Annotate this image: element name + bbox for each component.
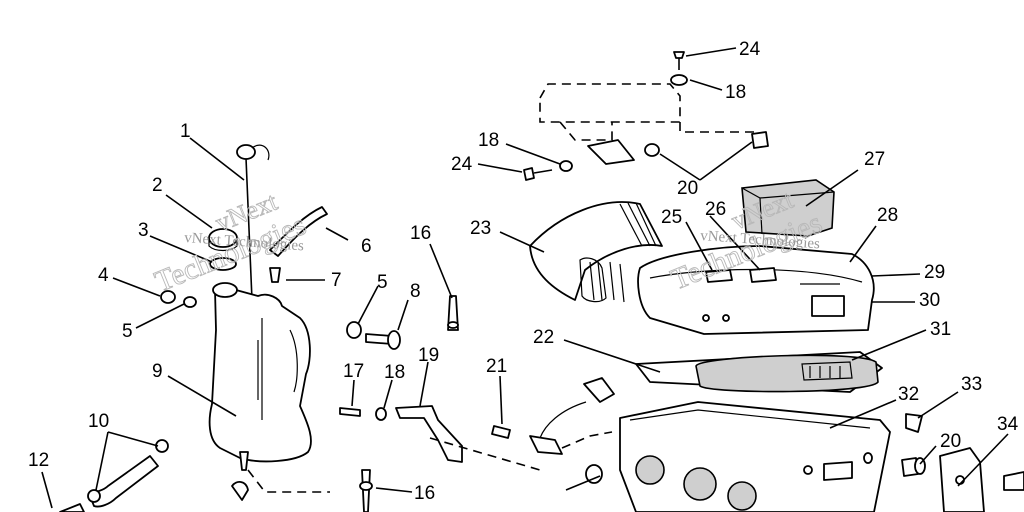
part-label: 9 xyxy=(152,361,163,382)
part-label: 33 xyxy=(961,374,982,395)
airbox-group xyxy=(523,51,1024,512)
part-label: 3 xyxy=(138,220,149,241)
bracket-group-19 xyxy=(339,295,463,512)
part-label: 28 xyxy=(877,205,898,226)
part-label: 20 xyxy=(940,431,961,452)
part-label: 26 xyxy=(705,199,726,220)
part-label: 23 xyxy=(470,218,491,239)
part-label: 29 xyxy=(924,262,945,283)
part-label: 17 xyxy=(343,361,364,382)
part-label: 4 xyxy=(98,265,109,286)
part-label: 10 xyxy=(88,411,109,432)
part-labels: 1 2 3 4 5 6 7 5 8 9 10 12 16 16 17 18 19… xyxy=(28,39,1019,504)
part-label: 7 xyxy=(331,270,342,291)
part-label: 22 xyxy=(533,327,554,348)
part-label: 18 xyxy=(478,130,499,151)
leader-lines xyxy=(41,47,1009,509)
part-label: 34 xyxy=(997,414,1019,435)
part-label: 24 xyxy=(739,39,761,60)
part-label: 5 xyxy=(377,272,388,293)
part-label: 8 xyxy=(410,281,421,302)
part-label: 25 xyxy=(661,207,682,228)
part-label: 18 xyxy=(725,82,746,103)
part-label: 18 xyxy=(384,362,405,383)
part-label: 2 xyxy=(152,175,163,196)
part-label: 1 xyxy=(180,121,191,142)
part-label: 16 xyxy=(410,223,431,244)
part-label: 20 xyxy=(677,178,698,199)
part-label: 21 xyxy=(486,356,507,377)
bolt-group-8 xyxy=(346,321,401,350)
part-label: 6 xyxy=(361,236,372,257)
part-label: 16 xyxy=(414,483,435,504)
part-label: 19 xyxy=(418,345,439,366)
part-label: 24 xyxy=(451,154,473,175)
fuel-tank-group xyxy=(59,144,330,512)
part-label: 5 xyxy=(122,321,133,342)
part-label: 27 xyxy=(864,149,885,170)
part-label: 32 xyxy=(898,384,919,405)
part-label: 31 xyxy=(930,319,951,340)
part-label: 12 xyxy=(28,450,49,471)
watermark-left: vNext Technologies vNext Technologies xyxy=(150,186,311,299)
connector-group-21 xyxy=(429,377,615,471)
part-label: 30 xyxy=(919,290,940,311)
